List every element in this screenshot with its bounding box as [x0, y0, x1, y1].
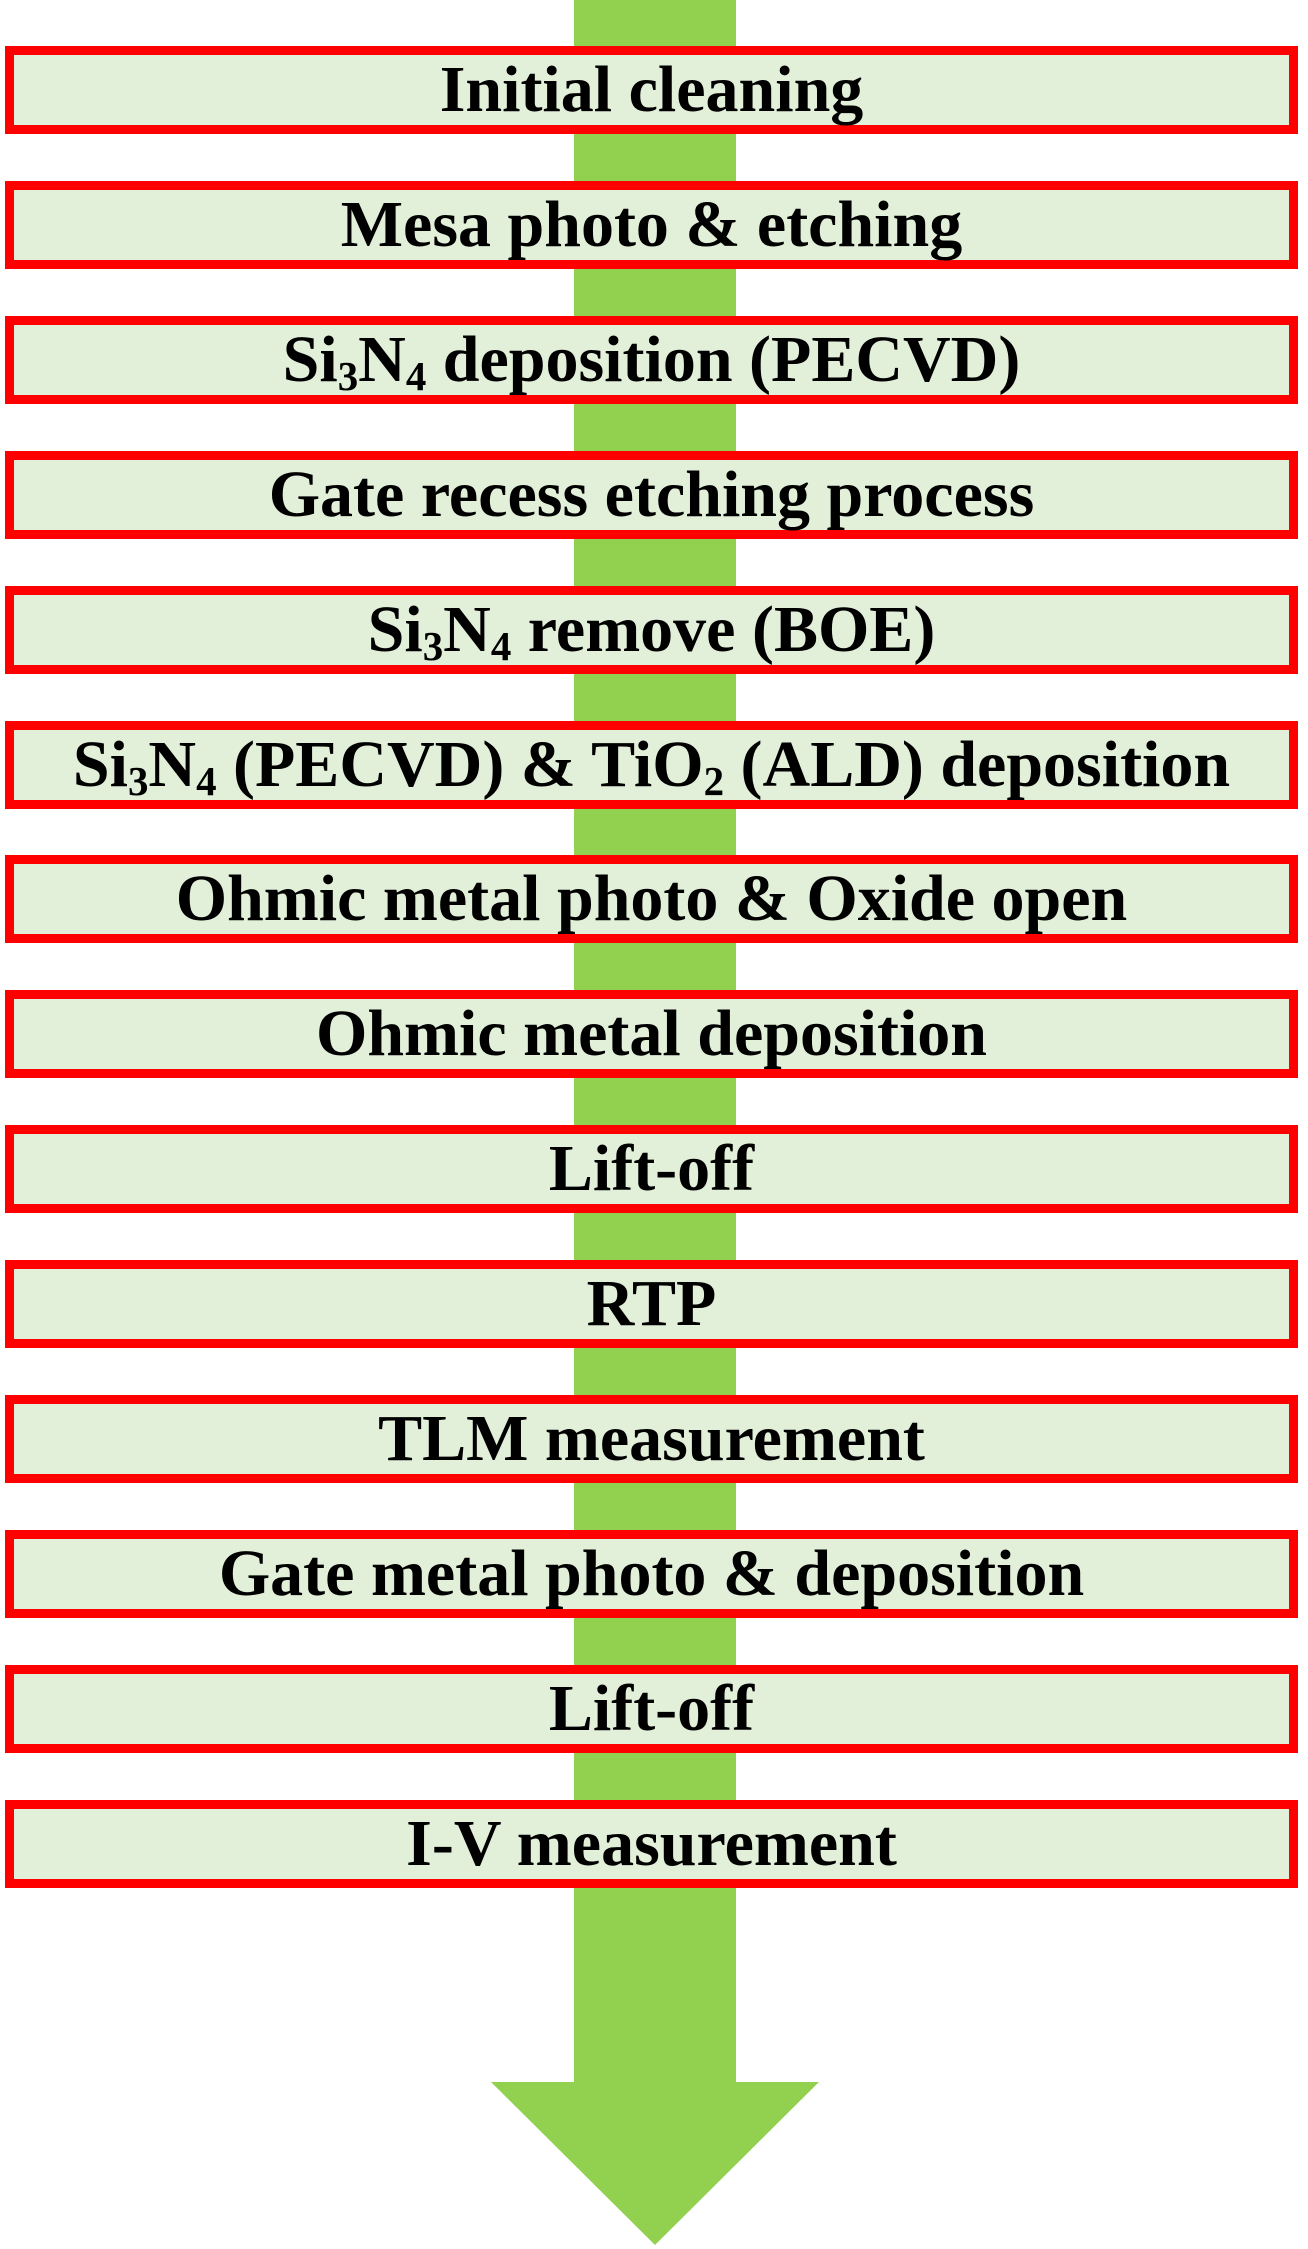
process-step-label: Si3N4 remove (BOE): [368, 597, 936, 667]
label-text: (ALD) deposition: [724, 728, 1231, 801]
label-text: Ohmic metal deposition: [316, 997, 987, 1070]
label-text: Gate metal photo & deposition: [218, 1537, 1085, 1610]
label-text: Mesa photo & etching: [340, 188, 963, 261]
label-text: N: [358, 323, 406, 396]
label-text: remove (BOE): [511, 593, 936, 666]
label-text: N: [443, 593, 491, 666]
label-text: Gate recess etching process: [268, 458, 1035, 531]
process-step-label: Si3N4 deposition (PECVD): [283, 327, 1021, 397]
process-step-1: Initial cleaning: [5, 46, 1298, 134]
process-step-10: RTP: [5, 1260, 1298, 1348]
label-text: Si: [282, 323, 338, 396]
process-step-label: Lift-off: [549, 1136, 754, 1202]
subscript: 4: [405, 354, 427, 399]
subscript: 2: [703, 759, 725, 804]
process-step-label: Si3N4 (PECVD) & TiO2 (ALD) deposition: [73, 732, 1230, 802]
process-step-label: RTP: [587, 1271, 717, 1337]
process-step-2: Mesa photo & etching: [5, 181, 1298, 269]
label-text: deposition (PECVD): [426, 323, 1021, 396]
process-step-4: Gate recess etching process: [5, 451, 1298, 539]
process-step-12: Gate metal photo & deposition: [5, 1530, 1298, 1618]
subscript: 3: [127, 759, 149, 804]
process-step-label: Gate recess etching process: [269, 462, 1035, 528]
process-step-label: Ohmic metal deposition: [316, 1001, 987, 1067]
process-step-label: Lift-off: [549, 1676, 754, 1742]
process-step-13: Lift-off: [5, 1665, 1298, 1753]
process-step-label: TLM measurement: [378, 1406, 925, 1472]
subscript: 4: [490, 624, 512, 669]
process-step-11: TLM measurement: [5, 1395, 1298, 1483]
process-step-14: I-V measurement: [5, 1800, 1298, 1888]
label-text: RTP: [586, 1267, 717, 1340]
label-text: Ohmic metal photo & Oxide open: [175, 862, 1128, 935]
label-text: I-V measurement: [406, 1807, 897, 1880]
process-step-8: Ohmic metal deposition: [5, 990, 1298, 1078]
subscript: 3: [422, 624, 444, 669]
label-text: (PECVD) & TiO: [216, 728, 704, 801]
process-step-7: Ohmic metal photo & Oxide open: [5, 855, 1298, 943]
label-text: TLM measurement: [378, 1402, 925, 1475]
process-step-label: Ohmic metal photo & Oxide open: [176, 866, 1128, 932]
label-text: Lift-off: [548, 1672, 755, 1745]
process-step-label: I-V measurement: [406, 1811, 897, 1877]
process-step-label: Mesa photo & etching: [341, 192, 962, 258]
arrow-head: [491, 2082, 819, 2245]
label-text: N: [148, 728, 197, 801]
process-step-label: Initial cleaning: [440, 57, 864, 123]
subscript: 4: [196, 759, 217, 804]
label-text: Initial cleaning: [439, 53, 864, 126]
process-step-5: Si3N4 remove (BOE): [5, 586, 1298, 674]
label-text: Lift-off: [548, 1132, 755, 1205]
process-step-9: Lift-off: [5, 1125, 1298, 1213]
process-step-3: Si3N4 deposition (PECVD): [5, 316, 1298, 404]
label-text: Si: [72, 728, 128, 801]
process-step-label: Gate metal photo & deposition: [219, 1541, 1084, 1607]
label-text: Si: [367, 593, 423, 666]
subscript: 3: [337, 354, 359, 399]
process-step-6: Si3N4 (PECVD) & TiO2 (ALD) deposition: [5, 721, 1298, 809]
